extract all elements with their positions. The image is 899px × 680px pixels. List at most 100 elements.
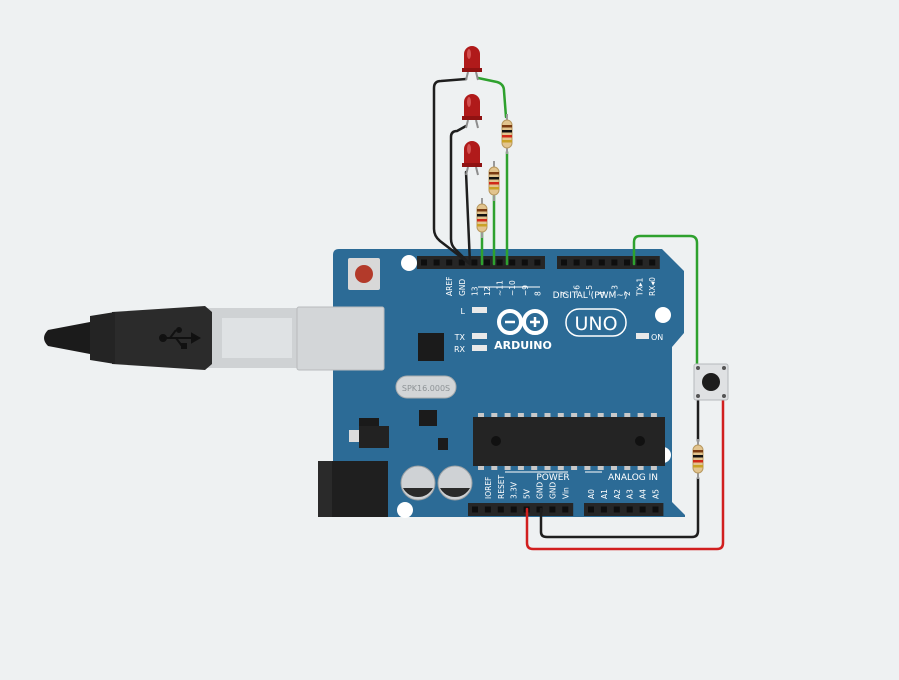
smd-component bbox=[438, 438, 448, 450]
header-pin-socket[interactable] bbox=[472, 506, 478, 513]
wire-led1-resistor[interactable] bbox=[476, 76, 508, 119]
crystal-oscillator: SPK16.000S bbox=[395, 375, 457, 399]
header-pin-socket[interactable] bbox=[586, 259, 593, 266]
header-pin-socket[interactable] bbox=[549, 506, 556, 513]
header-pin-socket[interactable] bbox=[496, 259, 503, 266]
wire-pin2-button[interactable] bbox=[632, 234, 699, 368]
pin-label: A2 bbox=[613, 489, 622, 499]
pushbutton-cap[interactable] bbox=[702, 373, 720, 391]
header-pin-socket[interactable] bbox=[626, 506, 633, 513]
onboard-leds: L TX RX ON bbox=[454, 307, 663, 354]
pin-label: A0 bbox=[587, 489, 596, 499]
digital-pin-label: 12 bbox=[483, 286, 492, 296]
wire-gnd-pulldown[interactable] bbox=[539, 476, 700, 539]
chip-pin bbox=[650, 466, 657, 470]
header-pin-socket[interactable] bbox=[600, 506, 607, 513]
usb-trident-icon bbox=[159, 327, 202, 349]
header-pin-socket[interactable] bbox=[458, 259, 465, 266]
header-pin-socket[interactable] bbox=[573, 259, 580, 266]
header-pin-socket[interactable] bbox=[562, 506, 569, 513]
wire-gnd-led-3[interactable] bbox=[464, 170, 472, 266]
digital-pin-label: ~11 bbox=[496, 280, 505, 296]
wire-5v-button[interactable] bbox=[525, 396, 725, 551]
header-pin-socket[interactable] bbox=[484, 506, 491, 513]
red-led-icon[interactable] bbox=[462, 141, 482, 176]
chip-pin bbox=[544, 413, 551, 417]
power-pin-header[interactable] bbox=[468, 503, 574, 516]
pin-label: 3.3V bbox=[510, 481, 519, 499]
uno-text: UNO bbox=[574, 313, 617, 335]
digital-pin-label: ~3 bbox=[610, 285, 619, 296]
usb-interface-chip bbox=[418, 333, 444, 361]
chip-pin bbox=[611, 466, 617, 470]
header-pin-socket[interactable] bbox=[433, 259, 440, 266]
header-pin-socket[interactable] bbox=[613, 506, 620, 513]
led-label-tx: TX bbox=[454, 333, 466, 342]
pin-label: 5V bbox=[523, 488, 532, 499]
usb-cable[interactable] bbox=[44, 306, 315, 370]
resistors[interactable] bbox=[476, 114, 704, 479]
header-pin-socket[interactable] bbox=[561, 259, 567, 266]
analog-pin-header[interactable] bbox=[584, 503, 664, 516]
header-pin-socket[interactable] bbox=[497, 506, 504, 513]
wires[interactable] bbox=[432, 76, 725, 551]
chip-pin bbox=[491, 466, 498, 470]
mounting-hole bbox=[397, 502, 413, 518]
pushbutton[interactable] bbox=[693, 363, 729, 401]
header-body bbox=[584, 503, 664, 516]
pin-label: RESET bbox=[497, 475, 506, 499]
resistor-icon[interactable] bbox=[476, 198, 488, 238]
red-led-icon[interactable] bbox=[462, 46, 482, 81]
reset-button[interactable] bbox=[348, 258, 380, 290]
red-led-icon[interactable] bbox=[462, 94, 482, 129]
header-pin-socket[interactable] bbox=[446, 259, 453, 266]
header-pin-socket[interactable] bbox=[471, 259, 478, 266]
chip-pin bbox=[491, 413, 498, 417]
header-pin-socket[interactable] bbox=[534, 259, 541, 266]
chip-pin bbox=[531, 466, 538, 470]
resistor-icon[interactable] bbox=[488, 161, 500, 201]
header-pin-socket[interactable] bbox=[521, 259, 528, 266]
chip-pin bbox=[571, 466, 578, 470]
header-pin-socket[interactable] bbox=[636, 259, 643, 266]
crystal-text: SPK16.000S bbox=[402, 384, 450, 393]
capacitor-2 bbox=[437, 465, 473, 501]
digital-pin-label: 8 bbox=[533, 291, 542, 296]
led-label-rx: RX bbox=[454, 345, 466, 354]
pin-label: A4 bbox=[639, 489, 648, 499]
digital-header-title: DIGITAL (PWM~) bbox=[553, 291, 628, 301]
header-pin-socket[interactable] bbox=[421, 259, 427, 266]
pin-label: GND bbox=[548, 482, 557, 499]
leds[interactable] bbox=[462, 46, 482, 176]
chip-pin bbox=[478, 466, 484, 470]
arduino-uno-board[interactable]: SPK16.000S L TX RX ON ARDUINO U bbox=[296, 249, 685, 518]
pin-label: A1 bbox=[600, 489, 609, 499]
wire-gnd-led-1[interactable] bbox=[432, 77, 472, 266]
chip-pin bbox=[624, 413, 631, 417]
mounting-hole bbox=[655, 307, 671, 323]
wire-gnd-led-2[interactable] bbox=[449, 124, 472, 266]
digital-pin-header[interactable] bbox=[417, 256, 660, 269]
header-pin-socket[interactable] bbox=[652, 506, 659, 513]
uno-badge: UNO bbox=[565, 308, 627, 337]
chip-pin bbox=[584, 413, 591, 417]
header-pin-socket[interactable] bbox=[624, 259, 630, 266]
header-pin-socket[interactable] bbox=[639, 506, 646, 513]
resistor-icon[interactable] bbox=[501, 114, 513, 154]
header-pin-socket[interactable] bbox=[588, 506, 594, 513]
resistor-icon[interactable] bbox=[692, 439, 704, 479]
digital-pin-label: AREF bbox=[445, 277, 454, 296]
header-pin-socket[interactable] bbox=[649, 259, 656, 266]
header-pin-socket[interactable] bbox=[611, 259, 618, 266]
header-pin-socket[interactable] bbox=[598, 259, 605, 266]
header-pin-socket[interactable] bbox=[510, 506, 517, 513]
chip-pin bbox=[597, 466, 604, 470]
header-pin-socket[interactable] bbox=[536, 506, 543, 513]
chip-pin bbox=[637, 413, 644, 417]
header-pin-socket[interactable] bbox=[484, 259, 490, 266]
header-pin-socket[interactable] bbox=[509, 259, 516, 266]
chip-pin bbox=[637, 466, 644, 470]
chip-pin bbox=[504, 466, 511, 470]
